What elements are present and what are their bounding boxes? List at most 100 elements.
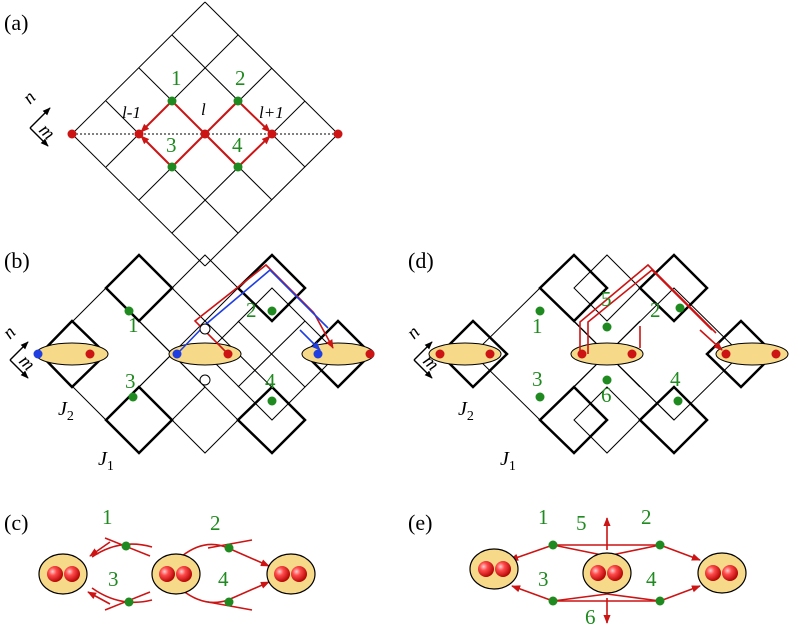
panel-d-ellipses <box>428 342 789 366</box>
panel-e-number-5: 5 <box>576 511 587 535</box>
panel-e-number-1: 1 <box>538 505 549 529</box>
green-dot <box>267 396 277 406</box>
panel-d-j1-label: J1 <box>500 448 516 474</box>
panel-b-j2-label: J2 <box>58 398 74 424</box>
red-site-dot <box>134 129 144 139</box>
panel-b-number-4: 4 <box>265 369 276 393</box>
panel-a-number-2: 2 <box>235 66 246 90</box>
panel-a-label: (a) <box>4 10 28 35</box>
red-site-dot <box>67 129 77 139</box>
green-dot <box>535 306 545 316</box>
site-label-l-plus-1: l+1 <box>259 103 284 122</box>
panel-a-number-1: 1 <box>171 66 182 90</box>
green-dot <box>267 306 277 316</box>
panel-b-red-path <box>193 263 334 355</box>
white-dot <box>199 323 211 335</box>
panel-e: (e) <box>408 505 747 626</box>
panel-a-number-3: 3 <box>166 133 177 157</box>
panel-d: (d) <box>403 248 789 474</box>
panel-d-number-2: 2 <box>650 298 661 322</box>
axis-label-n: n <box>403 322 425 344</box>
red-ball <box>722 565 738 581</box>
red-ball <box>159 566 175 582</box>
axis-label-m: m <box>34 120 59 145</box>
panel-b-particles <box>33 306 375 406</box>
red-site-dot <box>333 129 343 139</box>
panel-e-arrows <box>509 517 701 624</box>
red-particle <box>627 349 637 359</box>
green-dot <box>124 597 134 607</box>
green-dot <box>548 596 558 606</box>
green-dot <box>233 96 243 106</box>
red-particle <box>721 349 731 359</box>
panel-b-number-3: 3 <box>125 369 136 393</box>
panel-d-thick-squares <box>438 253 776 455</box>
panel-b-axes <box>9 341 29 379</box>
green-dot <box>602 322 612 332</box>
panel-d-j2-label: J2 <box>458 398 474 424</box>
ellipse-left <box>35 342 109 366</box>
panel-e-number-4: 4 <box>646 567 657 591</box>
red-ball <box>495 561 511 577</box>
panel-e-green-dots <box>548 540 665 606</box>
red-ball <box>64 566 80 582</box>
panel-d-number-4: 4 <box>670 367 681 391</box>
green-dot <box>128 392 138 402</box>
panel-d-axes <box>413 341 433 379</box>
ellipse-center <box>570 342 644 366</box>
green-dot <box>233 162 243 172</box>
blue-particle <box>313 349 323 359</box>
red-site-dot <box>267 129 277 139</box>
blue-particle <box>172 349 182 359</box>
panel-e-label: (e) <box>408 510 432 535</box>
panel-a-number-4: 4 <box>232 133 243 157</box>
red-particle <box>771 349 781 359</box>
red-ball <box>176 566 192 582</box>
red-site-dot <box>200 129 210 139</box>
panel-b-number-2: 2 <box>246 298 257 322</box>
red-particle <box>577 349 587 359</box>
red-ball <box>274 566 290 582</box>
panel-c-number-3: 3 <box>108 567 119 591</box>
green-dot <box>548 540 558 550</box>
red-particle <box>85 349 95 359</box>
panel-e-number-6: 6 <box>585 605 596 626</box>
panel-d-particles <box>435 303 781 406</box>
green-dot <box>655 540 665 550</box>
axis-label-n: n <box>19 87 41 109</box>
panel-e-number-2: 2 <box>641 505 652 529</box>
green-dot <box>224 597 234 607</box>
panel-c-label: (c) <box>4 510 28 535</box>
panel-b-label: (b) <box>4 248 30 273</box>
panel-a: (a) <box>4 1 343 267</box>
red-particle <box>365 349 375 359</box>
panel-a-red-path <box>140 100 271 168</box>
panel-c-green-dots <box>121 541 234 607</box>
green-dot <box>655 596 665 606</box>
panel-d-number-1: 1 <box>532 314 543 338</box>
green-dot <box>121 541 131 551</box>
panel-e-number-3: 3 <box>538 567 549 591</box>
green-dot <box>535 392 545 402</box>
red-particle <box>435 349 445 359</box>
panel-b-number-1: 1 <box>128 313 139 337</box>
ellipse-left <box>428 342 502 366</box>
green-dot <box>124 306 134 316</box>
panel-b-blue-path <box>176 268 329 355</box>
panel-d-label: (d) <box>408 248 434 273</box>
site-label-l: l <box>201 100 206 119</box>
red-particle <box>223 349 233 359</box>
ellipse-right <box>301 342 375 366</box>
panel-d-number-3: 3 <box>532 367 543 391</box>
panel-c-clusters <box>38 553 316 595</box>
red-ball <box>705 565 721 581</box>
red-ball <box>478 561 494 577</box>
panel-c-number-2: 2 <box>210 511 221 535</box>
green-dot <box>224 543 234 553</box>
green-dot <box>167 162 177 172</box>
panel-d-number-5: 5 <box>601 287 612 311</box>
axis-label-n: n <box>0 322 20 344</box>
panel-b-j1-label: J1 <box>98 448 114 474</box>
green-dot <box>167 96 177 106</box>
